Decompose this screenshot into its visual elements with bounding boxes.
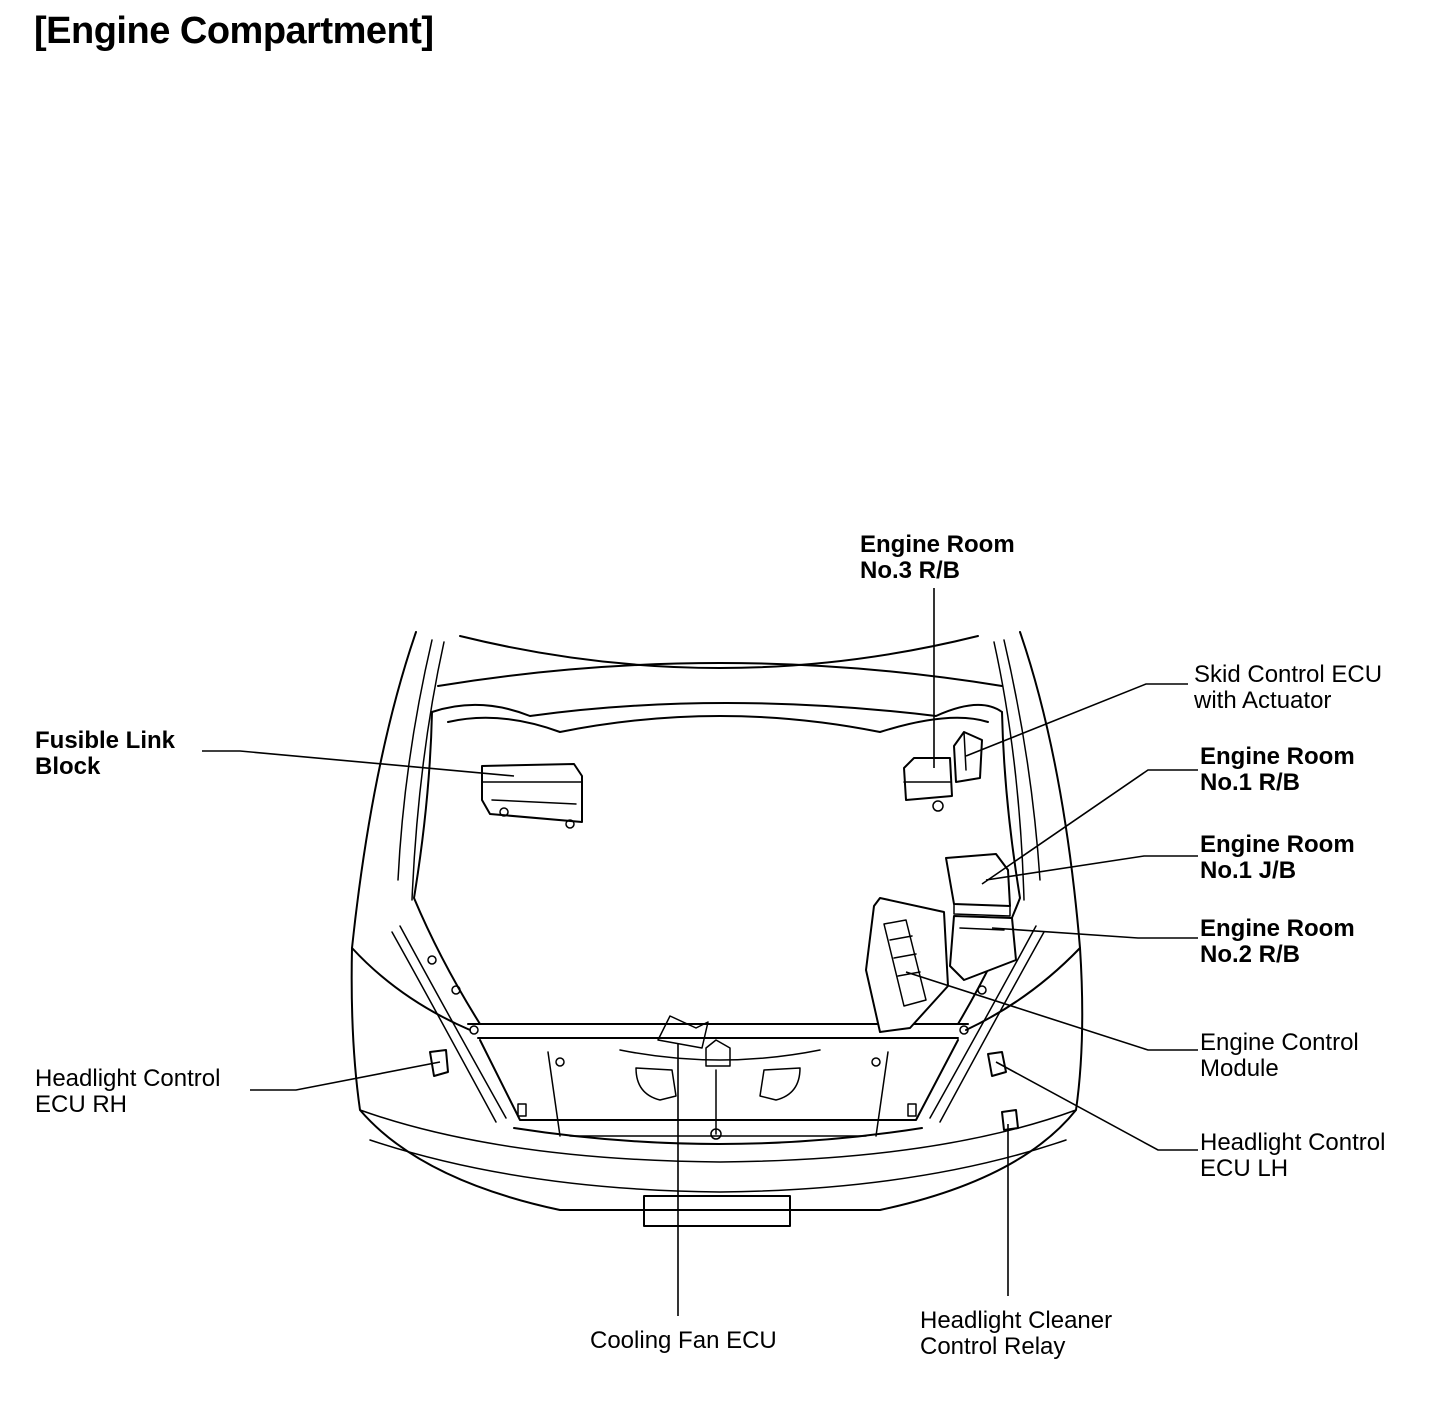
label-engine-control-module: Engine Control Module	[1200, 1029, 1359, 1082]
label-headlight-cleaner-relay: Headlight Cleaner Control Relay	[920, 1307, 1113, 1360]
headlight-control-ecu-lh-shape	[987, 1051, 1007, 1077]
label-fusible-link-block: Fusible Link Block	[35, 727, 176, 780]
label-engine-room-no1-rb: Engine Room No.1 R/B	[1200, 743, 1355, 796]
headlight-cleaner-relay-shape	[1001, 1109, 1019, 1131]
fusible-link-block-shape	[481, 763, 583, 829]
page-title: [Engine Compartment]	[34, 10, 434, 52]
engine-room-no3-rb-shape	[903, 757, 953, 812]
label-engine-room-no3-rb: Engine Room No.3 R/B	[860, 531, 1015, 584]
label-headlight-control-ecu-lh: Headlight Control ECU LH	[1200, 1129, 1386, 1182]
engine-control-module-shape	[865, 897, 949, 1033]
engine-room-no2-rb-shape	[949, 915, 1017, 981]
label-cooling-fan-ecu: Cooling Fan ECU	[590, 1327, 777, 1354]
cooling-fan-ecu-shape	[657, 1015, 709, 1049]
skid-control-ecu-shape	[953, 731, 983, 783]
leader-lines	[202, 588, 1198, 1316]
label-headlight-control-ecu-rh: Headlight Control ECU RH	[35, 1065, 221, 1118]
engine-room-no1-rb-shape	[945, 853, 1011, 917]
label-skid-control-ecu: Skid Control ECU with Actuator	[1194, 661, 1383, 714]
label-engine-room-no2-rb: Engine Room No.2 R/B	[1200, 915, 1355, 968]
label-engine-room-no1-jb: Engine Room No.1 J/B	[1200, 831, 1355, 884]
vehicle-outline	[350, 631, 1084, 1227]
